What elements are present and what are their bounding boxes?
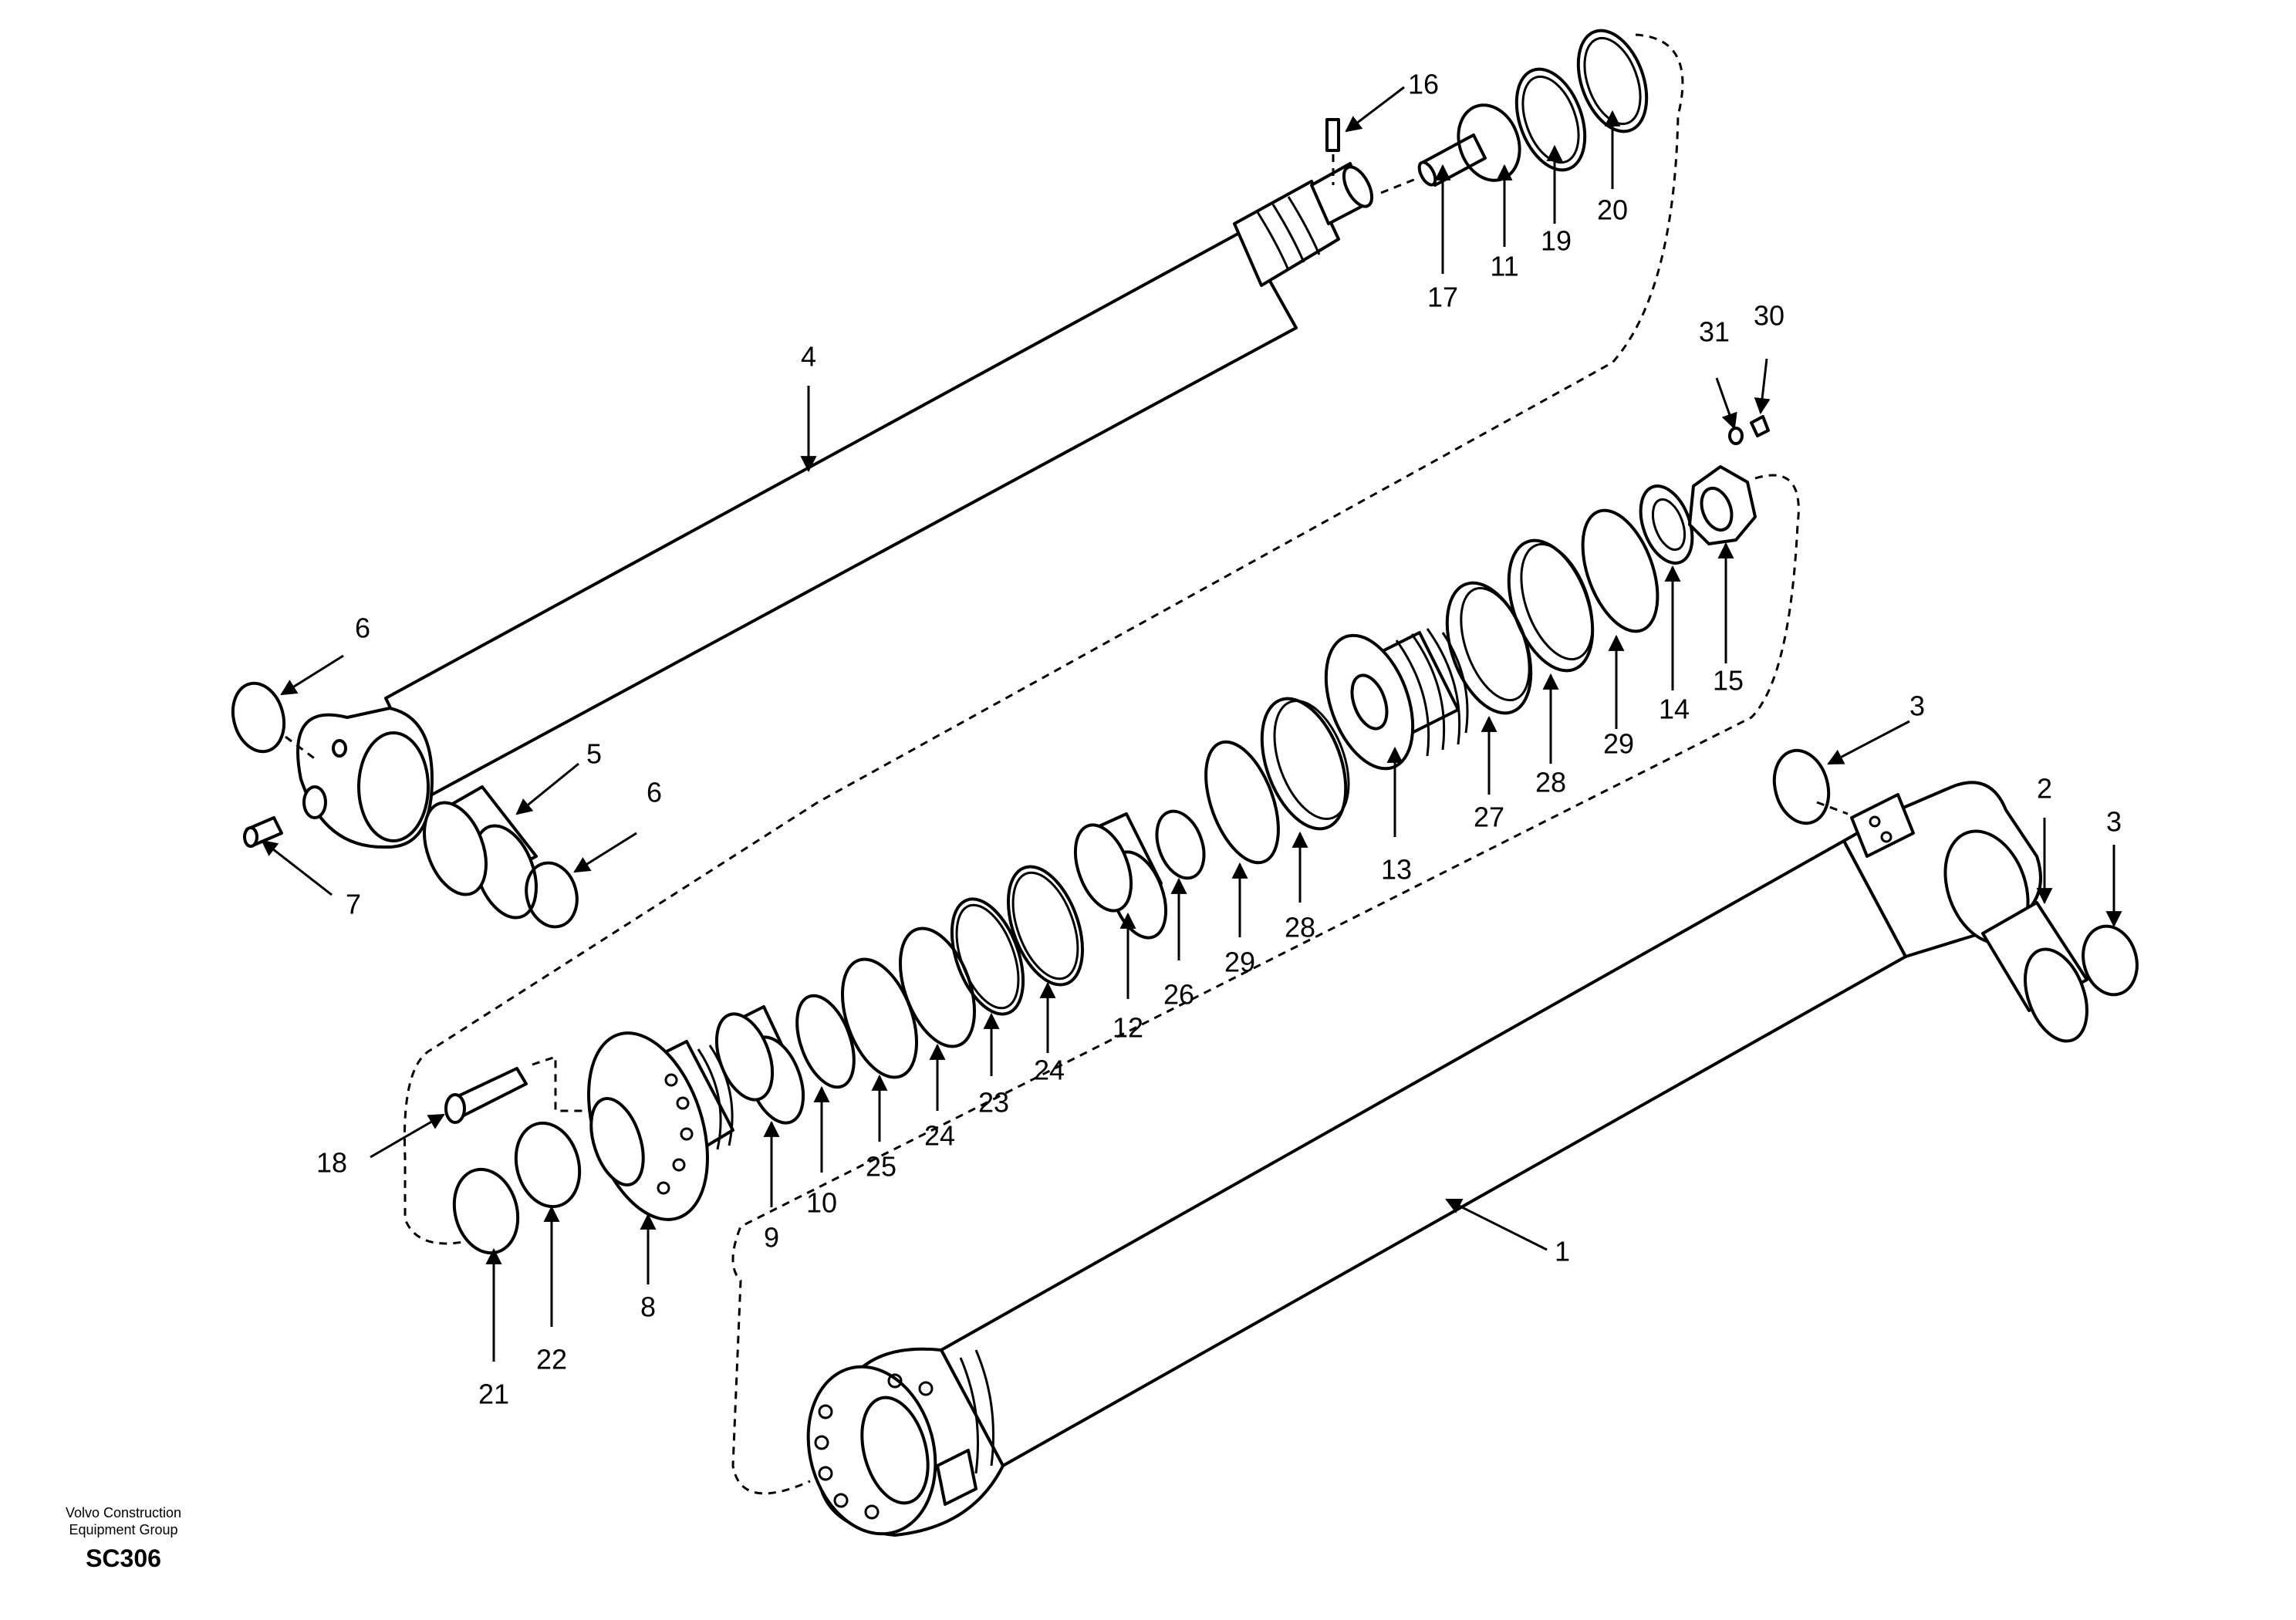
callout-21: 21 [478, 1379, 509, 1410]
callout-8: 8 [640, 1291, 656, 1323]
callout-13: 13 [1381, 854, 1412, 886]
bushing-12 [1073, 812, 1168, 940]
callout-22: 22 [536, 1344, 567, 1375]
snap-ring-3a [1772, 748, 1831, 825]
callout-12: 12 [1113, 1012, 1143, 1044]
rod-bushing [423, 785, 538, 920]
set-screw-30 [1750, 415, 1770, 437]
dashed-guide-left [403, 801, 819, 1245]
piston-rod [285, 162, 1374, 849]
callout-25: 25 [866, 1151, 896, 1183]
callout-9: 9 [764, 1222, 779, 1254]
socket-bolt [444, 1055, 586, 1124]
ring-29a [1581, 508, 1660, 633]
callout-29a: 29 [1603, 728, 1634, 760]
ring-23 [950, 897, 1025, 1016]
callout-17: 17 [1427, 282, 1458, 313]
company-name-line2: Equipment Group [69, 1522, 178, 1537]
callout-24b: 24 [924, 1120, 955, 1152]
callout-3a: 3 [1909, 690, 1925, 722]
callout-10: 10 [806, 1187, 837, 1219]
ring-21 [452, 1167, 520, 1255]
callout-19: 19 [1541, 225, 1572, 257]
callout-31: 31 [1699, 316, 1730, 348]
callout-14: 14 [1659, 694, 1690, 725]
cylinder-head [587, 1031, 734, 1221]
callout-2: 2 [2037, 773, 2052, 805]
ring-26 [1155, 809, 1206, 880]
ring-14 [1639, 484, 1694, 565]
callout-16: 16 [1408, 69, 1439, 100]
tube-bushing [1981, 901, 2088, 1043]
ring-28b [1260, 697, 1348, 831]
ring-24b [1006, 865, 1085, 987]
callout-3b: 3 [2106, 806, 2122, 838]
callout-5: 5 [586, 738, 602, 770]
callout-28a: 28 [1535, 767, 1566, 798]
callout-30: 30 [1754, 300, 1784, 332]
callout-26: 26 [1163, 979, 1194, 1011]
callout-numbers: 16 20 19 11 17 4 31 30 15 14 29 28 27 13… [316, 69, 2122, 1410]
callout-27: 27 [1474, 802, 1504, 833]
callout-29b: 29 [1224, 947, 1255, 978]
company-name-line1: Volvo Construction [65, 1505, 182, 1520]
callout-4: 4 [801, 341, 816, 373]
callout-11: 11 [1490, 251, 1518, 282]
callout-6a: 6 [355, 613, 370, 644]
set-screw-31 [1728, 427, 1744, 445]
callout-18: 18 [316, 1147, 347, 1179]
snap-ring-upper-left [231, 681, 286, 754]
callout-7: 7 [346, 889, 361, 920]
callout-23: 23 [978, 1087, 1009, 1119]
footer-block: Volvo Construction Equipment Group SC306 [31, 1504, 216, 1573]
cushion-sleeve-17 [1380, 133, 1487, 194]
ring-19 [1514, 67, 1587, 172]
piston-nut [1688, 465, 1757, 545]
ring-29b [1204, 740, 1280, 865]
callout-1: 1 [1555, 1236, 1570, 1267]
drawing-code: SC306 [86, 1544, 161, 1572]
callout-6b: 6 [647, 777, 662, 808]
snap-ring-lower-left [525, 861, 579, 929]
callout-20: 20 [1597, 194, 1628, 226]
callout-15: 15 [1713, 665, 1744, 697]
piston [1324, 628, 1469, 771]
grease-nipple [243, 816, 283, 848]
cylinder-tube [806, 781, 2042, 1537]
bushing-9 [714, 1005, 805, 1125]
dashed-guide-right [731, 474, 1800, 1495]
snap-ring-3b [2082, 924, 2139, 997]
ring-22 [514, 1121, 582, 1209]
callout-28b: 28 [1285, 912, 1315, 943]
pin-16 [1325, 118, 1340, 185]
ring-10 [795, 994, 856, 1089]
ring-20 [1576, 29, 1649, 133]
callout-24a: 24 [1034, 1055, 1065, 1086]
dashed-guide-top [817, 33, 1684, 804]
callout-leaders [261, 86, 2122, 1362]
